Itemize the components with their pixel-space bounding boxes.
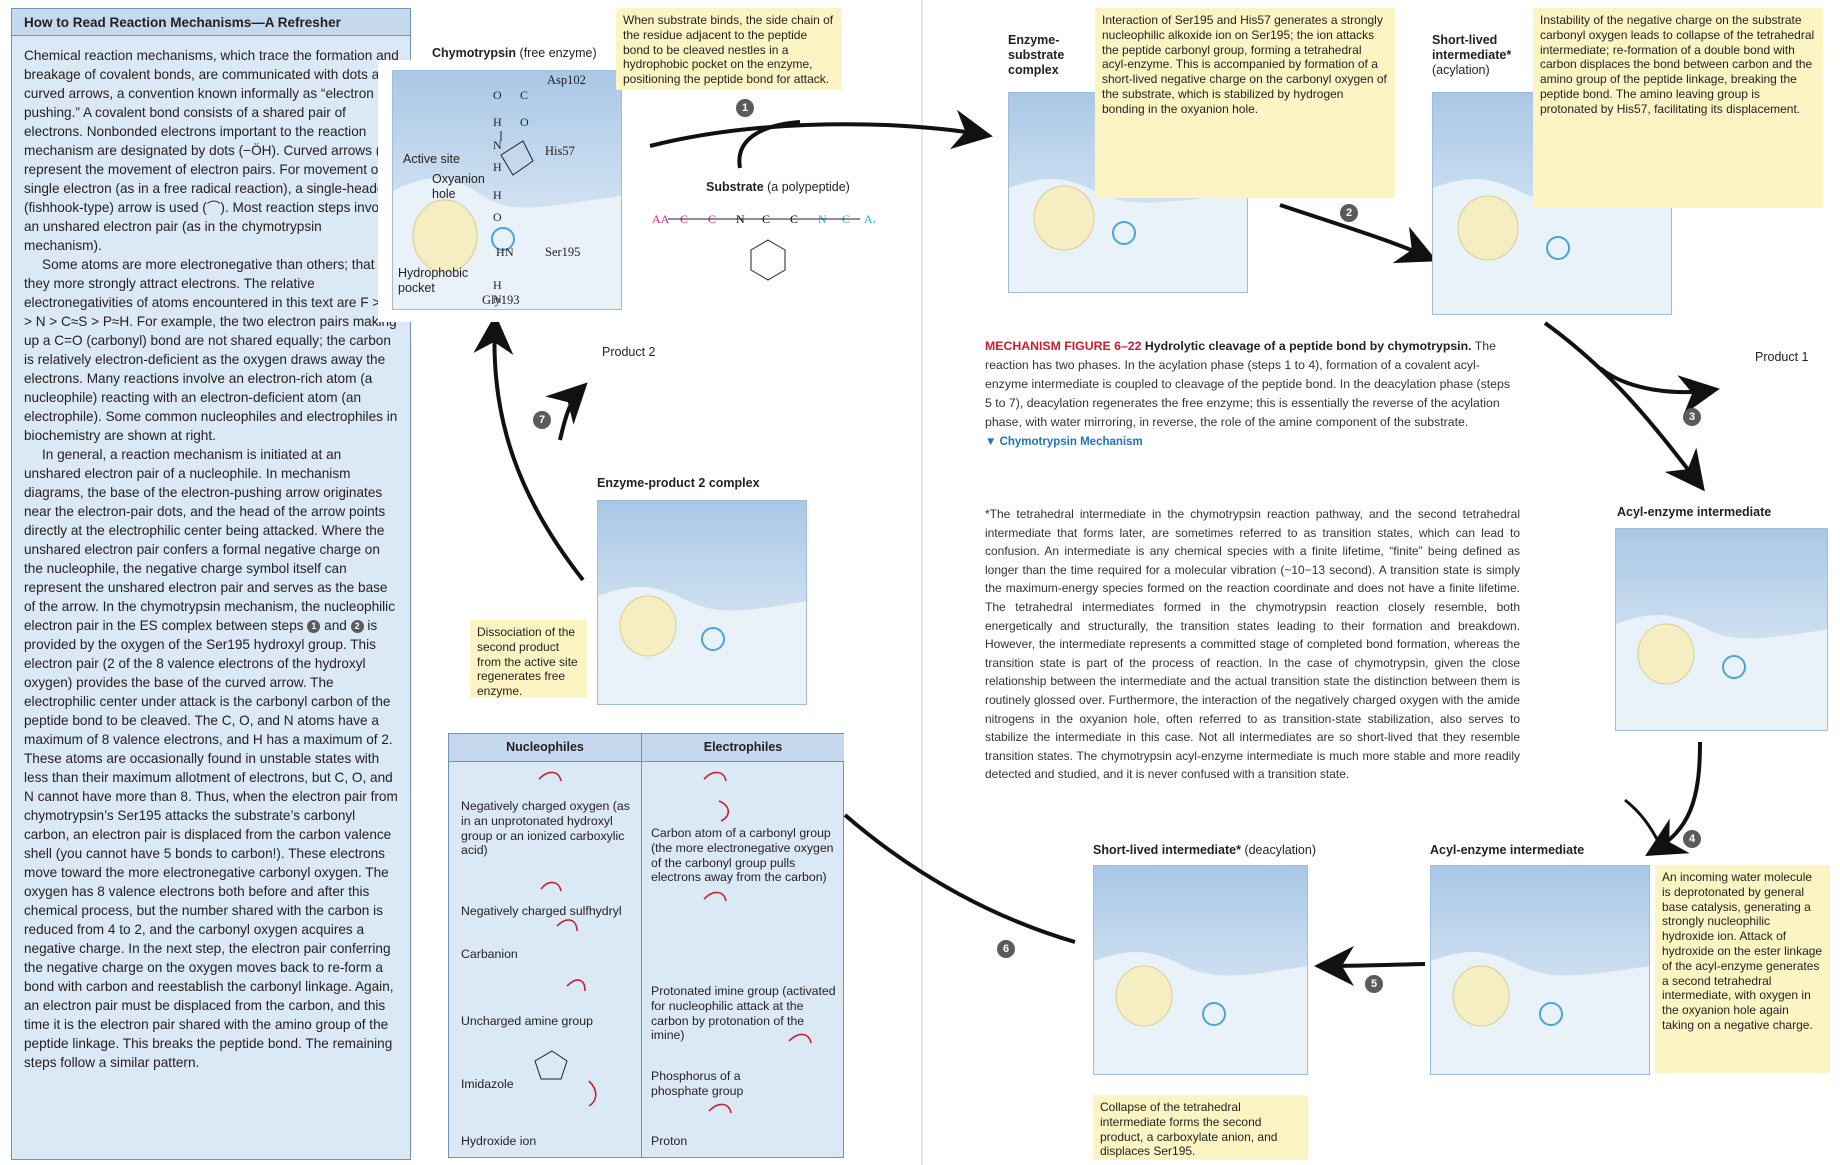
- refresher-paragraph-3: In general, a reaction mechanism is init…: [24, 445, 400, 1072]
- step-badge: 1: [307, 620, 321, 633]
- caption-label: MECHANISM FIGURE 6–22: [985, 339, 1142, 353]
- acyl-enzyme-label-1: Acyl-enzyme intermediate: [1617, 505, 1772, 519]
- nucleophile-sulfhydryl: Negatively charged sulfhydryl: [461, 904, 622, 918]
- step-1-badge: 1: [736, 99, 754, 117]
- acyl-enzyme-panel-2: [1430, 865, 1650, 1075]
- nucleophile-electrophile-table: Nucleophiles Electrophiles Negatively ch…: [448, 733, 844, 1158]
- substrate-label: Substrate (a polypeptide): [706, 180, 850, 194]
- svg-text:H: H: [493, 278, 502, 292]
- refresher-p3-a: In general, a reaction mechanism is init…: [24, 447, 395, 633]
- refresher-paragraph-1: Chemical reaction mechanisms, which trac…: [24, 48, 399, 253]
- instability-note: Instability of the negative charge on th…: [1533, 8, 1823, 208]
- step-7-badge: 7: [533, 411, 551, 429]
- svg-text:AA: AA: [652, 212, 670, 226]
- ep2-complex-panel: [597, 500, 807, 705]
- caption-title: Hydrolytic cleavage of a peptide bond by…: [1144, 339, 1472, 353]
- acyl-enzyme-panel-1: [1615, 528, 1828, 731]
- step-2-badge: 2: [1340, 204, 1358, 222]
- es-complex-structure: [1009, 159, 1247, 292]
- figure-caption: MECHANISM FIGURE 6–22 Hydrolytic cleavag…: [985, 337, 1520, 452]
- svg-text:AA: AA: [864, 212, 875, 226]
- dissociation-note: Dissociation of the second product from …: [470, 620, 587, 698]
- active-site-label: Active site: [403, 152, 460, 166]
- ep2-complex-label: Enzyme-product 2 complex: [597, 476, 760, 490]
- product-1-label: Product 1: [1755, 350, 1809, 364]
- collapse-note: Collapse of the tetrahedral intermediate…: [1093, 1095, 1308, 1160]
- step-3-badge: 3: [1683, 408, 1701, 426]
- refresher-body: Chemical reaction mechanisms, which trac…: [12, 36, 410, 1072]
- step-6-badge: 6: [997, 940, 1015, 958]
- electrophiles-header: Electrophiles: [641, 734, 844, 762]
- svg-text:N: N: [505, 245, 514, 259]
- nucleophile-hydroxide: Hydroxide ion: [461, 1134, 537, 1148]
- nuc-elec-structures: [534, 771, 812, 1114]
- svg-text:O: O: [520, 115, 529, 129]
- residue-his-label: His57: [545, 144, 575, 158]
- refresher-p3-b: is provided by the oxygen of the Ser195 …: [24, 618, 398, 1070]
- refresher-title: How to Read Reaction Mechanisms—A Refres…: [12, 9, 410, 36]
- refresher-box: How to Read Reaction Mechanisms—A Refres…: [11, 8, 411, 1160]
- refresher-p3-and: and: [324, 618, 347, 633]
- refresher-paragraph-2: Some atoms are more electronegative than…: [24, 257, 398, 443]
- residue-ser-label: Ser195: [545, 245, 581, 259]
- svg-text:N: N: [493, 292, 502, 306]
- electrophile-imine: Protonated imine group (activated for nu…: [651, 984, 836, 1043]
- acyl-enzyme-structure-2: [1431, 951, 1649, 1074]
- svg-text:C: C: [520, 88, 528, 102]
- caption-text: The reaction has two phases. In the acyl…: [985, 339, 1511, 429]
- svg-text:O: O: [493, 210, 502, 224]
- product-2-label: Product 2: [602, 345, 656, 359]
- es-complex-label: Enzyme- substrate complex: [1008, 33, 1065, 77]
- short-lived-acylation-label: Short-lived intermediate*(acylation): [1432, 33, 1512, 77]
- electrophile-phosphate: Phosphorus of a phosphate group: [651, 1069, 744, 1098]
- nucleophile-amine: Uncharged amine group: [461, 1014, 593, 1028]
- electrophile-carbonyl: Carbon atom of a carbonyl group (the mor…: [651, 826, 834, 885]
- acyl-enzyme-label-2: Acyl-enzyme intermediate: [1430, 843, 1585, 857]
- nucleophiles-header: Nucleophiles: [449, 734, 641, 762]
- svg-text:H: H: [493, 115, 502, 129]
- footnote: *The tetrahedral intermediate in the chy…: [985, 507, 1520, 782]
- step-badge: 2: [350, 620, 364, 633]
- short-lived-deacylation-structure: [1094, 951, 1307, 1074]
- step-4-badge: 4: [1683, 830, 1701, 848]
- short-lived-acylation-structure: [1433, 178, 1671, 314]
- nucleophile-carbanion: Carbanion: [461, 947, 518, 961]
- electrophile-proton: Proton: [651, 1134, 688, 1148]
- oxyanion-hole-label: Oxyanion hole: [432, 172, 485, 201]
- svg-text:H: H: [493, 188, 502, 202]
- residue-asp-label: Asp102: [547, 73, 586, 87]
- ep2-complex-structure: [598, 586, 806, 704]
- interaction-note: Interaction of Ser195 and His57 generate…: [1095, 8, 1395, 198]
- residue-gly-label: Gly193: [482, 293, 520, 307]
- water-note: An incoming water molecule is deprotonat…: [1655, 865, 1830, 1073]
- chymotrypsin-mechanism-link[interactable]: ▼ Chymotrypsin Mechanism: [985, 436, 1143, 448]
- short-lived-deacylation-panel: [1093, 865, 1308, 1075]
- hydrophobic-pocket-label: Hydrophobic pocket: [398, 266, 469, 295]
- binding-note: When substrate binds, the side chain of …: [616, 8, 842, 90]
- nucleophile-oxygen: Negatively charged oxygen (as in an unpr…: [461, 799, 630, 858]
- svg-text:H: H: [493, 160, 502, 174]
- step-5-badge: 5: [1365, 975, 1383, 993]
- svg-text:H: H: [496, 245, 505, 259]
- nucleophile-imidazole: Imidazole: [461, 1077, 514, 1091]
- acyl-enzyme-structure-1: [1616, 614, 1827, 730]
- svg-text:N: N: [493, 138, 502, 152]
- short-lived-deacylation-label: Short-lived intermediate* (deacylation): [1093, 843, 1317, 857]
- svg-text:O: O: [493, 88, 502, 102]
- free-enzyme-label: Chymotrypsin (free enzyme): [432, 46, 597, 60]
